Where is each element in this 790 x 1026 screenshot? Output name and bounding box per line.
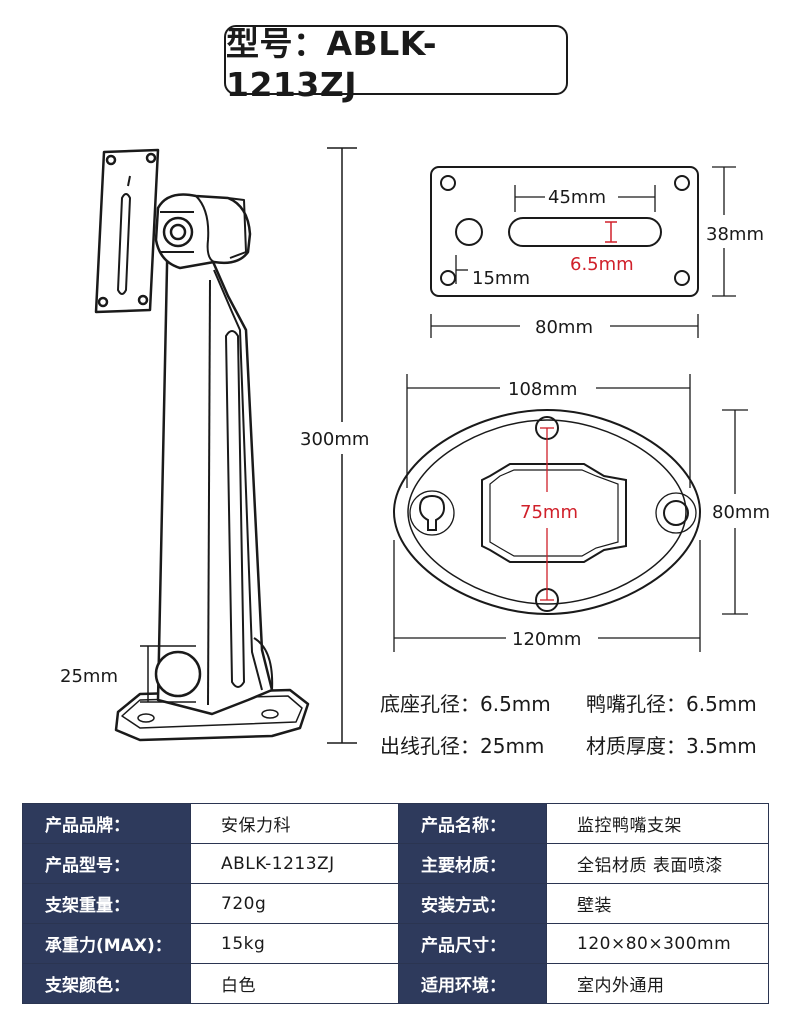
table-key: 适用环境： xyxy=(398,963,547,1004)
base-hole-spec: 底座孔径：6.5mm xyxy=(380,692,551,716)
table-key: 产品名称： xyxy=(398,803,547,844)
mounting-plate-drawing xyxy=(430,166,736,338)
plate-hole-span-label: 45mm xyxy=(548,187,606,208)
table-key: 支架重量： xyxy=(22,883,191,924)
table-value: ABLK-1213ZJ xyxy=(190,843,399,884)
table-value: 720g xyxy=(190,883,399,924)
base-hole-span-label: 108mm xyxy=(508,379,577,400)
table-value: 15kg xyxy=(190,923,399,964)
base-width-label: 120mm xyxy=(512,629,581,650)
bracket-illustration xyxy=(94,148,310,742)
table-value: 白色 xyxy=(190,963,399,1004)
table-key: 产品型号： xyxy=(22,843,191,884)
base-inner-label: 75mm xyxy=(520,502,578,523)
table-value: 安保力科 xyxy=(190,803,399,844)
cable-hole-spec: 出线孔径：25mm xyxy=(380,734,545,758)
height-dimension xyxy=(327,147,357,744)
pipe-hole-dimension xyxy=(140,645,196,703)
table-key: 产品尺寸： xyxy=(398,923,547,964)
table-value: 监控鸭嘴支架 xyxy=(546,803,769,844)
table-row: 支架颜色：白色适用环境：室内外通用 xyxy=(22,963,769,1004)
table-value: 全铝材质 表面喷漆 xyxy=(546,843,769,884)
table-key: 产品品牌： xyxy=(22,803,191,844)
table-key: 主要材质： xyxy=(398,843,547,884)
base-plate-drawing xyxy=(392,374,748,652)
table-row: 产品品牌：安保力科产品名称：监控鸭嘴支架 xyxy=(22,803,769,844)
pipe-hole-label: 25mm xyxy=(60,666,118,687)
height-label: 300mm xyxy=(300,429,369,450)
base-height-label: 80mm xyxy=(712,502,770,523)
table-value: 120×80×300mm xyxy=(546,923,769,964)
table-value: 壁装 xyxy=(546,883,769,924)
mount-hole-spec: 鸭嘴孔径：6.5mm xyxy=(586,692,757,716)
table-key: 支架颜色： xyxy=(22,963,191,1004)
thickness-spec: 材质厚度：3.5mm xyxy=(586,734,757,758)
technical-drawing: 300mm 25mm xyxy=(60,147,770,744)
plate-height-label: 38mm xyxy=(706,224,764,245)
plate-slot-label: 6.5mm xyxy=(570,254,634,275)
table-value: 室内外通用 xyxy=(546,963,769,1004)
plate-width-label: 80mm xyxy=(535,317,593,338)
plate-offset-label: 15mm xyxy=(472,268,530,289)
table-key: 承重力(MAX)： xyxy=(22,923,191,964)
table-key: 安装方式： xyxy=(398,883,547,924)
